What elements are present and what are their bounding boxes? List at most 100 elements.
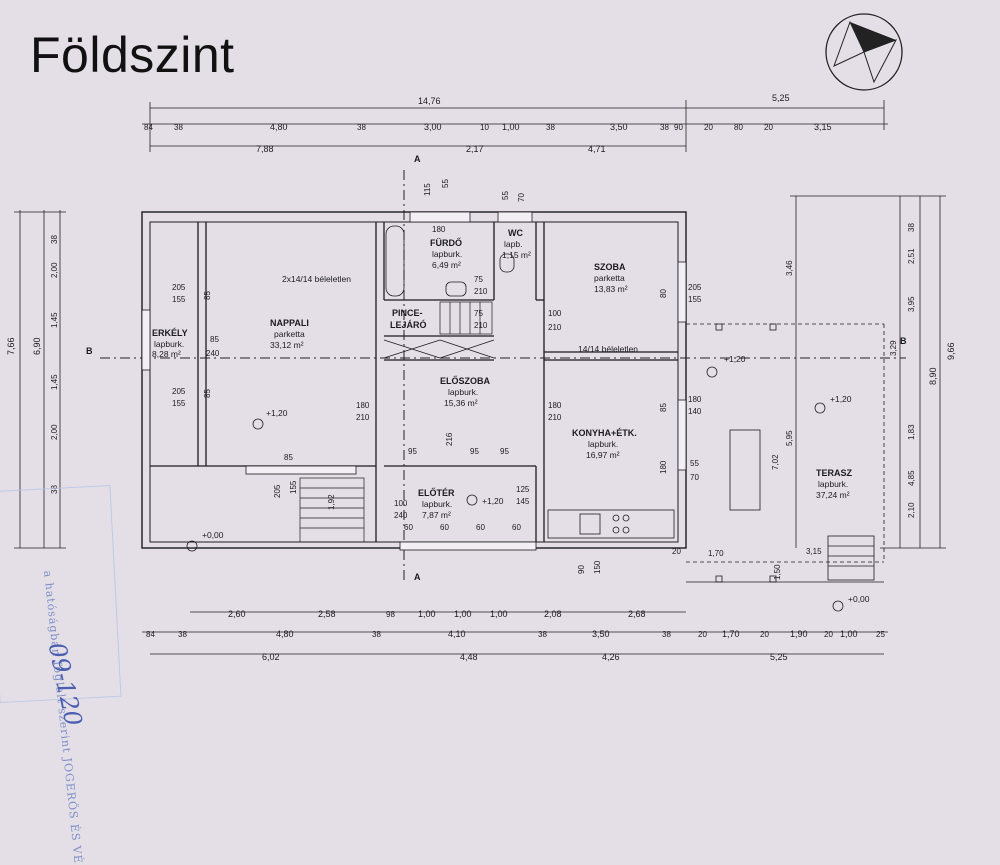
- dim-label: 3,95: [907, 296, 916, 312]
- dim-label: 2,00: [50, 262, 59, 278]
- section-a-top: A: [414, 154, 421, 164]
- dim-label: 216: [445, 432, 454, 446]
- room-floor: lapb.: [504, 239, 522, 249]
- dim-label: 240: [394, 511, 408, 520]
- page-title: Földszint: [30, 27, 235, 83]
- room-area: 8,28 m²: [152, 349, 181, 359]
- dim-label: 90: [674, 123, 683, 132]
- dim-label: 85: [203, 291, 212, 300]
- dim-label: 25: [876, 630, 885, 639]
- dim-label: 210: [548, 413, 562, 422]
- dim-label: 205: [688, 283, 702, 292]
- room-name: ELŐTÉR: [418, 487, 455, 498]
- dim-label: 55: [441, 179, 450, 188]
- dim-label: 1,45: [50, 374, 59, 390]
- dim-label: 4,26: [602, 652, 620, 662]
- bottom-dimension-chains: [142, 611, 888, 655]
- dim-label: 84: [144, 123, 153, 132]
- dim-label: 60: [512, 523, 521, 532]
- section-b-left: B: [86, 346, 93, 356]
- dim-label: 155: [172, 295, 186, 304]
- dim-label: 150: [593, 560, 602, 574]
- dim-label: 1,00: [502, 122, 520, 132]
- dim-label: 98: [386, 610, 395, 619]
- dim-label: 55: [501, 191, 510, 200]
- room-nappali: NAPPALI parketta 33,12 m²: [270, 318, 309, 350]
- dim-label: 1,00: [454, 609, 472, 619]
- room-floor: parketta: [274, 329, 305, 339]
- dim-label: 85: [659, 403, 668, 412]
- dim-label: 115: [423, 183, 432, 196]
- dim-label: 145: [516, 497, 530, 506]
- dim-label: 38: [546, 123, 555, 132]
- room-floor: parketta: [594, 273, 625, 283]
- dim-label: 1,90: [790, 629, 808, 639]
- dim-label: 95: [500, 447, 509, 456]
- room-name: NAPPALI: [270, 318, 309, 328]
- dim-label: 3,50: [592, 629, 610, 639]
- dim-label: 205: [172, 387, 186, 396]
- room-wc: WC lapb. 1,15 m²: [502, 228, 531, 260]
- dim-label: 180: [432, 225, 446, 234]
- room-name: PINCE-: [392, 308, 423, 318]
- room-konyha: KONYHA+ÉTK. lapburk. 16,97 m²: [572, 428, 637, 460]
- dim-label: 85: [210, 335, 219, 344]
- dim-label: 210: [474, 321, 488, 330]
- room-area: 33,12 m²: [270, 340, 304, 350]
- dim-label: 4,10: [448, 629, 466, 639]
- room-name: FÜRDŐ: [430, 237, 462, 248]
- dim-label: 7,88: [256, 144, 274, 154]
- dim-label: 38: [538, 630, 547, 639]
- dim-label: 38: [907, 223, 916, 232]
- room-floor: lapburk.: [432, 249, 462, 259]
- left-dimension-chains: [14, 210, 66, 549]
- dim-right-outer: 9,66: [946, 342, 956, 360]
- dim-label: 85: [203, 389, 212, 398]
- dim-label: 100: [548, 309, 562, 318]
- top-dim-row1: 84 38 4,80 38 3,00 10 1,00 38 3,50 38 90…: [144, 122, 832, 132]
- dim-label: 205: [172, 283, 186, 292]
- north-arrow-icon: [825, 13, 903, 91]
- dim-label: 2,17: [466, 144, 484, 154]
- dim-label: 38: [357, 123, 366, 132]
- right-dimension-chains: [790, 195, 946, 549]
- level-label: +1,20: [830, 394, 852, 404]
- level-label: +1,20: [266, 408, 288, 418]
- dim-label: 140: [688, 407, 702, 416]
- dim-label: 20: [704, 123, 713, 132]
- room-eloszoba: ELŐSZOBA lapburk. 15,36 m²: [440, 375, 491, 408]
- room-area: 6,49 m²: [432, 260, 461, 270]
- dim-label: 85: [284, 453, 293, 462]
- dim-label: 1,50: [773, 564, 782, 580]
- room-name: KONYHA+ÉTK.: [572, 428, 637, 438]
- dim-label: 2,00: [50, 424, 59, 440]
- dim-label: 10: [480, 123, 489, 132]
- dim-label: 38: [178, 630, 187, 639]
- dim-label: 2,10: [907, 502, 916, 518]
- dim-label: 1,00: [490, 609, 508, 619]
- room-eloter: ELŐTÉR lapburk. 7,87 m²: [418, 487, 455, 520]
- dim-label: 4,80: [276, 629, 294, 639]
- dim-label: 3,00: [424, 122, 442, 132]
- dim-label: 1,45: [50, 312, 59, 328]
- dim-label: 95: [408, 447, 417, 456]
- dim-label: 4,48: [460, 652, 478, 662]
- room-name: TERASZ: [816, 468, 853, 478]
- dim-label: 1,92: [327, 494, 336, 510]
- dim-label: 155: [688, 295, 702, 304]
- level-label: +1,20: [482, 496, 504, 506]
- dim-right-mid: 8,90: [928, 367, 938, 385]
- dim-label: 180: [548, 401, 562, 410]
- dim-label: 180: [659, 460, 668, 474]
- stairs: [299, 301, 495, 543]
- dim-total-left: 14,76: [418, 96, 441, 106]
- dim-label: 2,08: [544, 609, 562, 619]
- dim-label: 20: [760, 630, 769, 639]
- dim-label: 38: [50, 235, 59, 244]
- dim-label: 2,68: [628, 609, 646, 619]
- dim-label: 100: [394, 499, 408, 508]
- floor-plan: 14,76 5,25 84 38 4,80 38 3,00 10 1,00 38…: [6, 13, 956, 662]
- room-area: 1,15 m²: [502, 250, 531, 260]
- top-dimension-chains: [142, 100, 888, 152]
- dim-label: 210: [548, 323, 562, 332]
